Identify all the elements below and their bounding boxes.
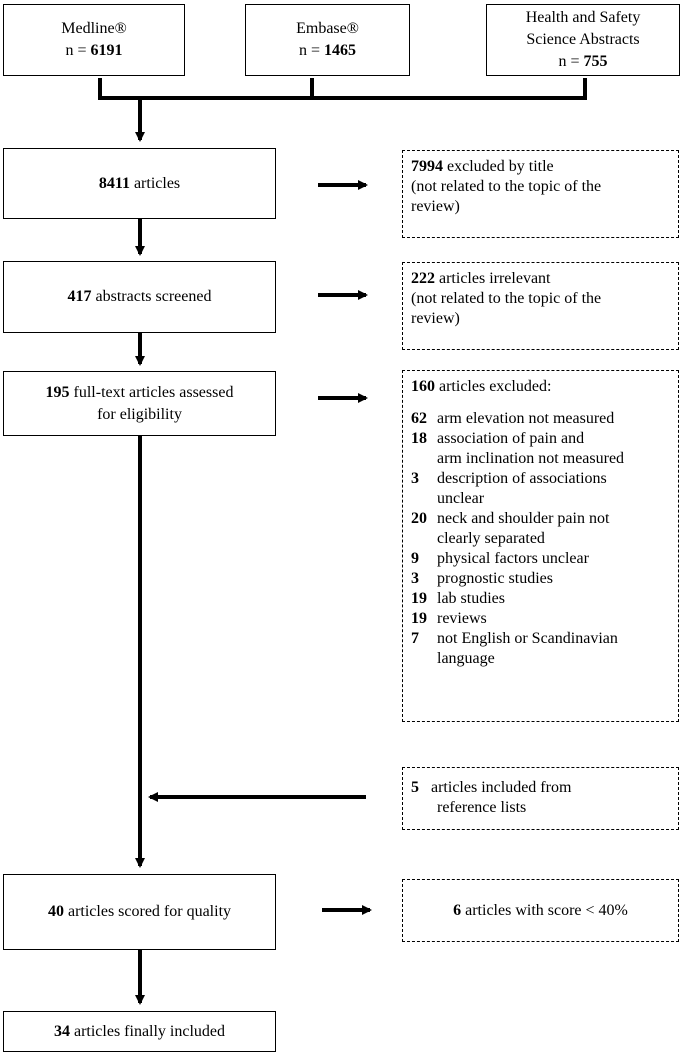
reason-line: neck and shoulder pain not <box>437 510 610 527</box>
reason-count: 20 <box>411 510 427 527</box>
reason-count: 3 <box>411 570 419 587</box>
reference-label: articles included from <box>431 779 572 796</box>
exclusion-count: 7994 <box>411 158 443 175</box>
exclusion-count: 222 <box>411 270 435 287</box>
reference-label-line2: reference lists <box>437 799 527 816</box>
reason-line: lab studies <box>437 590 505 607</box>
reason-line: association of pain and <box>437 430 585 447</box>
reason-line: arm inclination not measured <box>437 450 625 467</box>
reason-line: reviews <box>437 610 487 627</box>
exclusion-reason-item: 19 lab studies <box>411 589 670 609</box>
exclusion-detail-line1: (not related to the topic of the <box>411 178 602 195</box>
exclusion-detail-line2: review) <box>411 310 460 327</box>
step-count: 34 <box>53 1022 70 1040</box>
reason-text: lab studies <box>437 589 670 609</box>
step-count: 8411 <box>98 174 130 192</box>
step-label: abstracts screened <box>95 288 212 305</box>
reason-text: reviews <box>437 609 670 629</box>
reason-count: 18 <box>411 430 427 447</box>
step-label-line1: full-text articles assessed <box>73 383 234 401</box>
reason-line: prognostic studies <box>437 570 553 587</box>
reason-line: not English or Scandinavian <box>437 630 618 647</box>
reason-text: not English or Scandinavian language <box>437 629 670 669</box>
source-box-embase: Embase® n = 1465 <box>245 4 410 76</box>
exclusion-label: articles with score < 40% <box>465 901 628 919</box>
reason-line: language <box>437 650 495 667</box>
exclusion-label: articles excluded: <box>439 378 552 395</box>
step-label: articles <box>133 174 181 192</box>
source-box-medline: Medline® n = 6191 <box>3 4 185 76</box>
exclusion-count: 6 <box>453 901 462 919</box>
exclusion-reason-item: 19 reviews <box>411 609 670 629</box>
exclusion-label: articles irrelevant <box>439 270 551 287</box>
source-name: Medline® <box>61 20 127 37</box>
exclusion-reason-item: 7 not English or Scandinavian language <box>411 629 670 669</box>
exclusion-reason-item: 3 prognostic studies <box>411 569 670 589</box>
step-count: 417 <box>67 288 92 305</box>
exclusion-reason-item: 18 association of pain and arm inclination… <box>411 429 670 469</box>
step-box-final: 34 articles finally included <box>3 1011 276 1052</box>
step-box-quality: 40 articles scored for quality <box>3 874 276 950</box>
source-count: 6191 <box>90 42 123 59</box>
exclusion-count: 160 <box>411 378 435 395</box>
step-label: articles finally included <box>73 1022 226 1040</box>
reason-count: 7 <box>411 630 419 647</box>
n-label: n = <box>65 42 87 59</box>
exclusion-reason-item: 20 neck and shoulder pain not clearly sepa… <box>411 509 670 549</box>
n-label: n = <box>558 53 580 70</box>
exclusion-detail-line2: review) <box>411 198 460 215</box>
reason-line: physical factors unclear <box>437 550 589 567</box>
source-name: Embase® <box>296 20 359 37</box>
step-label-line2: for eligibility <box>97 405 182 423</box>
exclusion-box-fulltext: 160 articles excluded: 62 arm elevation n… <box>402 370 679 722</box>
exclusion-label: excluded by title <box>447 158 554 175</box>
source-count: 1465 <box>324 42 357 59</box>
reason-text: description of associations unclear <box>437 469 670 509</box>
step-label: articles scored for quality <box>67 903 232 920</box>
reason-count: 19 <box>411 610 427 627</box>
exclusion-reason-list: 62 arm elevation not measured 18 associatio… <box>411 409 670 669</box>
reason-count: 9 <box>411 550 419 567</box>
reason-line: arm elevation not measured <box>437 410 615 427</box>
step-box-fulltext: 195 full-text articles assessed for elig… <box>3 371 276 436</box>
step-count: 195 <box>45 383 70 401</box>
exclusion-box-title: 7994 excluded by title (not related to t… <box>402 150 679 238</box>
step-count: 40 <box>47 903 64 920</box>
n-label: n = <box>298 42 321 59</box>
exclusion-reason-item: 9 physical factors unclear <box>411 549 670 569</box>
step-box-articles: 8411 articles <box>3 148 276 219</box>
source-count: 755 <box>583 53 608 70</box>
reason-count: 62 <box>411 410 427 427</box>
source-box-hssa: Health and Safety Science Abstracts n = … <box>486 4 680 76</box>
reason-text: association of pain and arm inclination n… <box>437 429 670 469</box>
reason-text: arm elevation not measured <box>437 409 670 429</box>
exclusion-reason-item: 3 description of associations unclear <box>411 469 670 509</box>
reference-count: 5 <box>411 779 419 796</box>
reason-line: unclear <box>437 490 485 507</box>
reason-count: 3 <box>411 470 419 487</box>
reason-text: neck and shoulder pain not clearly separa… <box>437 509 670 549</box>
reason-line: clearly separated <box>437 530 545 547</box>
exclusion-reason-item: 62 arm elevation not measured <box>411 409 670 429</box>
reason-text: physical factors unclear <box>437 549 670 569</box>
source-name-line1: Health and Safety <box>525 9 641 26</box>
reason-count: 19 <box>411 590 427 607</box>
reference-box: 5 articles included from reference lists <box>402 767 679 830</box>
step-box-abstracts: 417 abstracts screened <box>3 261 276 333</box>
exclusion-box-quality: 6 articles with score < 40% <box>402 879 679 942</box>
reason-text: prognostic studies <box>437 569 670 589</box>
exclusion-box-abstract: 222 articles irrelevant (not related to … <box>402 262 679 350</box>
exclusion-detail-line1: (not related to the topic of the <box>411 290 602 307</box>
source-name-line2: Science Abstracts <box>526 31 640 48</box>
reason-line: description of associations <box>437 470 607 487</box>
